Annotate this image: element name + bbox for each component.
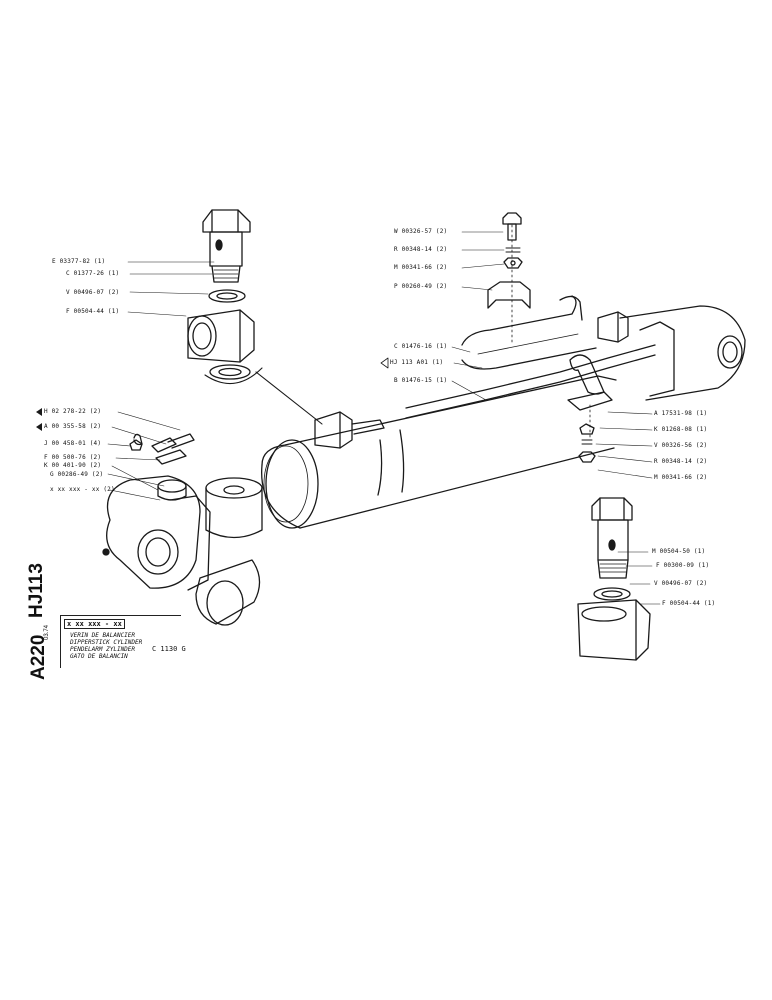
arrow-hj113-icon bbox=[380, 357, 389, 369]
callout: C 01377-26 (1) bbox=[66, 270, 120, 277]
pipe-clamp bbox=[487, 224, 613, 441]
grease-nipple-left bbox=[129, 439, 143, 451]
clamp-hardware-right bbox=[578, 423, 596, 463]
lock-washer-top-right bbox=[505, 247, 521, 253]
callout: V 00326-56 (2) bbox=[654, 442, 708, 449]
arrow-h02-icon bbox=[36, 408, 42, 416]
designation-de: PENDELARM ZYLINDER bbox=[70, 646, 136, 653]
page-code: A220 bbox=[28, 634, 49, 680]
callout: W 00326-57 (2) bbox=[394, 228, 448, 235]
washer-bottom-left bbox=[209, 364, 251, 380]
pin-left bbox=[133, 433, 195, 465]
nut-top-right bbox=[503, 257, 523, 269]
cylinder-head-port bbox=[314, 411, 385, 449]
callout: F 00504-44 (1) bbox=[662, 600, 716, 607]
callout: A 00 355-58 (2) bbox=[44, 423, 102, 430]
washer-top-left bbox=[208, 289, 246, 303]
callout: P 00260-49 (2) bbox=[394, 283, 448, 290]
designation-fr: VERIN DE BALANCIER bbox=[70, 632, 136, 639]
callout: E 03377-82 (1) bbox=[52, 258, 106, 265]
callout: J 00 458-01 (4) bbox=[44, 440, 102, 447]
callout: F 00504-44 (1) bbox=[66, 308, 120, 315]
callout: H 02 278-22 (2) bbox=[44, 408, 102, 415]
piston-rod-extension bbox=[195, 559, 261, 626]
callout: HJ 113 A01 (1) bbox=[390, 359, 444, 366]
bolt-top-right bbox=[502, 212, 522, 241]
callout: R 00348-14 (2) bbox=[394, 246, 448, 253]
rod-end-cylinder bbox=[205, 477, 263, 539]
callout: R 00348-14 (2) bbox=[654, 458, 708, 465]
group-code: HJ113 bbox=[26, 563, 47, 618]
part-code: x xx xxx - xx bbox=[64, 619, 125, 629]
banjo-body-top-left bbox=[187, 309, 255, 363]
leader-lines bbox=[107, 231, 661, 605]
banjo-bolt-top-left bbox=[202, 209, 251, 283]
callout: K 00 401-90 (2) bbox=[44, 462, 102, 469]
model-code: C 1130 G bbox=[152, 645, 186, 653]
callout: x xx xxx - xx (2) bbox=[50, 486, 115, 493]
washer-bottom-right bbox=[593, 587, 631, 601]
callout: M 00341-66 (2) bbox=[394, 264, 448, 271]
grease-cap-left bbox=[157, 479, 187, 501]
callout: F 00 500-76 (2) bbox=[44, 454, 102, 461]
banjo-body-bottom-right bbox=[577, 599, 651, 661]
title-block bbox=[60, 615, 181, 668]
cylinder-rear bbox=[619, 305, 746, 401]
callout: V 00496-07 (2) bbox=[654, 580, 708, 587]
callout: B 01476-15 (1) bbox=[394, 377, 448, 384]
cylinder-barrel bbox=[261, 375, 617, 529]
callout: G 00286-49 (2) bbox=[50, 471, 104, 478]
banjo-bolt-bottom-right bbox=[591, 497, 633, 579]
callout: M 00504-50 (1) bbox=[652, 548, 706, 555]
callout: F 00300-09 (1) bbox=[656, 562, 710, 569]
callout: A 17531-98 (1) bbox=[654, 410, 708, 417]
sheet-date: 03.74 bbox=[44, 624, 50, 640]
rod-eye-left bbox=[102, 475, 211, 591]
callout: K 01268-08 (1) bbox=[654, 426, 708, 433]
callout: V 00496-07 (2) bbox=[66, 289, 120, 296]
pipe-assembly bbox=[405, 295, 656, 419]
callout: C 01476-16 (1) bbox=[394, 343, 448, 350]
arrow-a00-icon bbox=[36, 423, 42, 431]
pipe-fitting-right bbox=[597, 311, 629, 343]
designation-en: DIPPERSTICK CYLINDER bbox=[70, 639, 143, 646]
designation-es: GATO DE BALANCIN bbox=[70, 653, 128, 660]
callout: M 00341-66 (2) bbox=[654, 474, 708, 481]
